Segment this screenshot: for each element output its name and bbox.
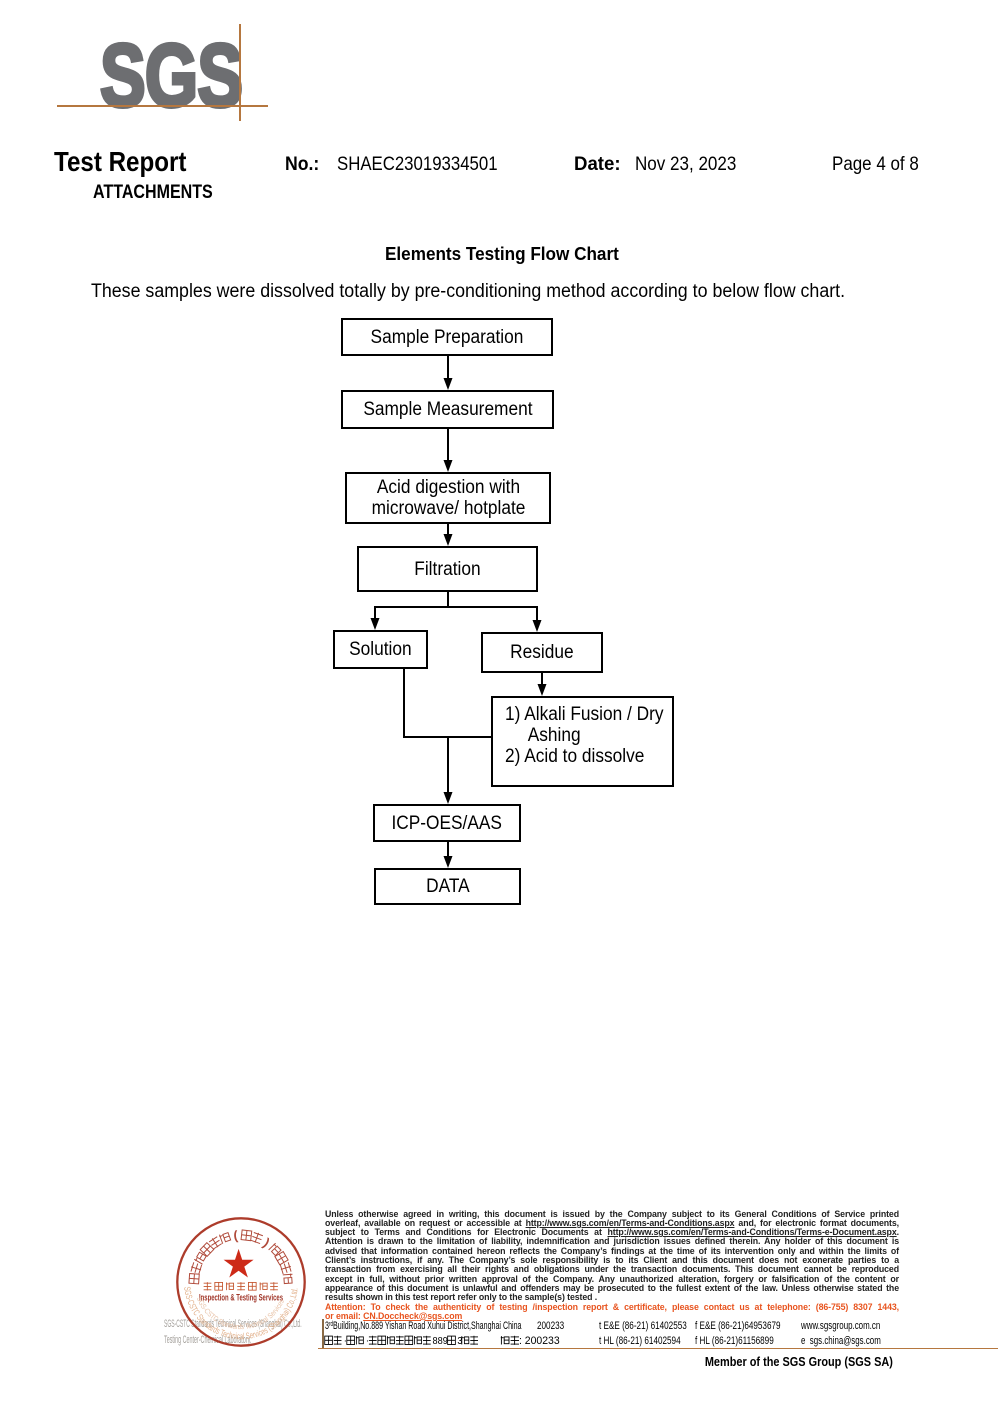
svg-text:889: 889 <box>433 1336 448 1347</box>
svg-text:Inspection & Testing Services: Inspection & Testing Services <box>199 1293 283 1303</box>
svg-text:): ) <box>261 1235 273 1250</box>
svg-text:·: · <box>366 1335 369 1346</box>
svg-text:3: 3 <box>457 1336 462 1347</box>
svg-text:(: ( <box>233 1228 240 1243</box>
svg-text:·: · <box>344 1335 347 1346</box>
